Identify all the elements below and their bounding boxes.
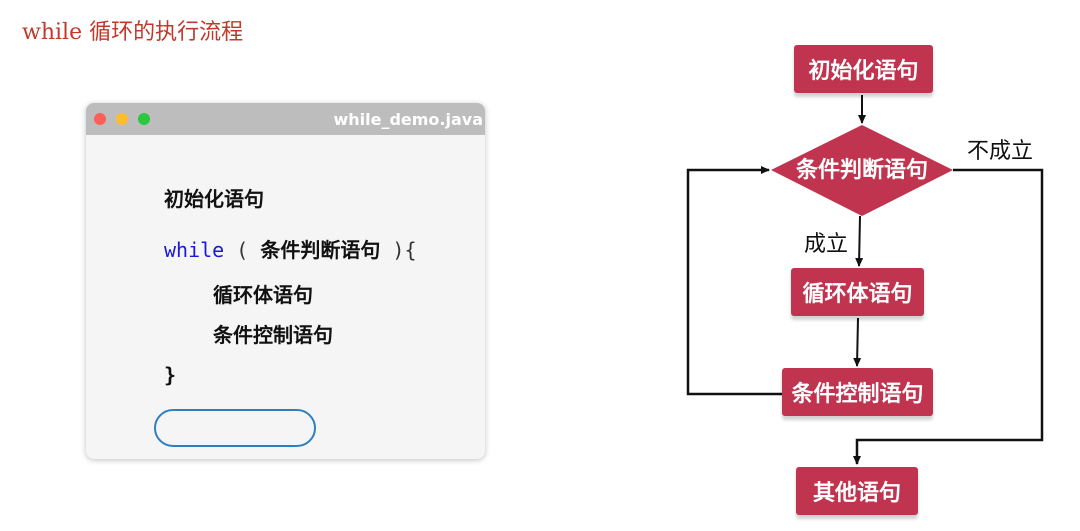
true-branch-label: 成立 xyxy=(804,232,849,257)
flow-body-node: 循环体语句 xyxy=(791,268,924,316)
minimize-dot-icon[interactable] xyxy=(116,113,128,125)
edge-false-to-other xyxy=(853,168,1044,465)
code-init-line: 初始化语句 xyxy=(164,187,264,211)
edge-control-loop-back xyxy=(686,166,782,396)
flow-condition-label: 条件判断语句 xyxy=(795,157,928,183)
code-body-line: 循环体语句 xyxy=(213,283,313,307)
flow-init-node: 初始化语句 xyxy=(794,45,933,93)
page-title: while 循环的执行流程 xyxy=(22,20,244,45)
flow-control-node: 条件控制语句 xyxy=(782,368,933,416)
close-paren-brace: ){ xyxy=(392,238,417,262)
condition-diamond xyxy=(771,125,953,216)
code-window: while_demo.java 初始化语句 while ( 条件判断语句 ){ … xyxy=(86,103,485,459)
code-close-brace: } xyxy=(164,363,177,387)
window-titlebar: while_demo.java xyxy=(86,103,485,135)
close-dot-icon[interactable] xyxy=(94,113,106,125)
while-keyword: while xyxy=(164,238,225,262)
code-control-line: 条件控制语句 xyxy=(213,323,333,347)
code-while-line: while ( 条件判断语句 ){ xyxy=(164,234,417,263)
empty-pill-button[interactable] xyxy=(154,409,316,447)
edge-condition-to-body xyxy=(855,215,864,267)
flow-other-node: 其他语句 xyxy=(796,467,918,515)
maximize-dot-icon[interactable] xyxy=(138,113,150,125)
window-filename: while_demo.java xyxy=(333,110,483,129)
false-branch-label: 不成立 xyxy=(967,139,1034,164)
code-condition: 条件判断语句 xyxy=(260,238,381,262)
edge-body-to-control xyxy=(853,317,862,367)
open-paren: ( xyxy=(236,238,249,262)
